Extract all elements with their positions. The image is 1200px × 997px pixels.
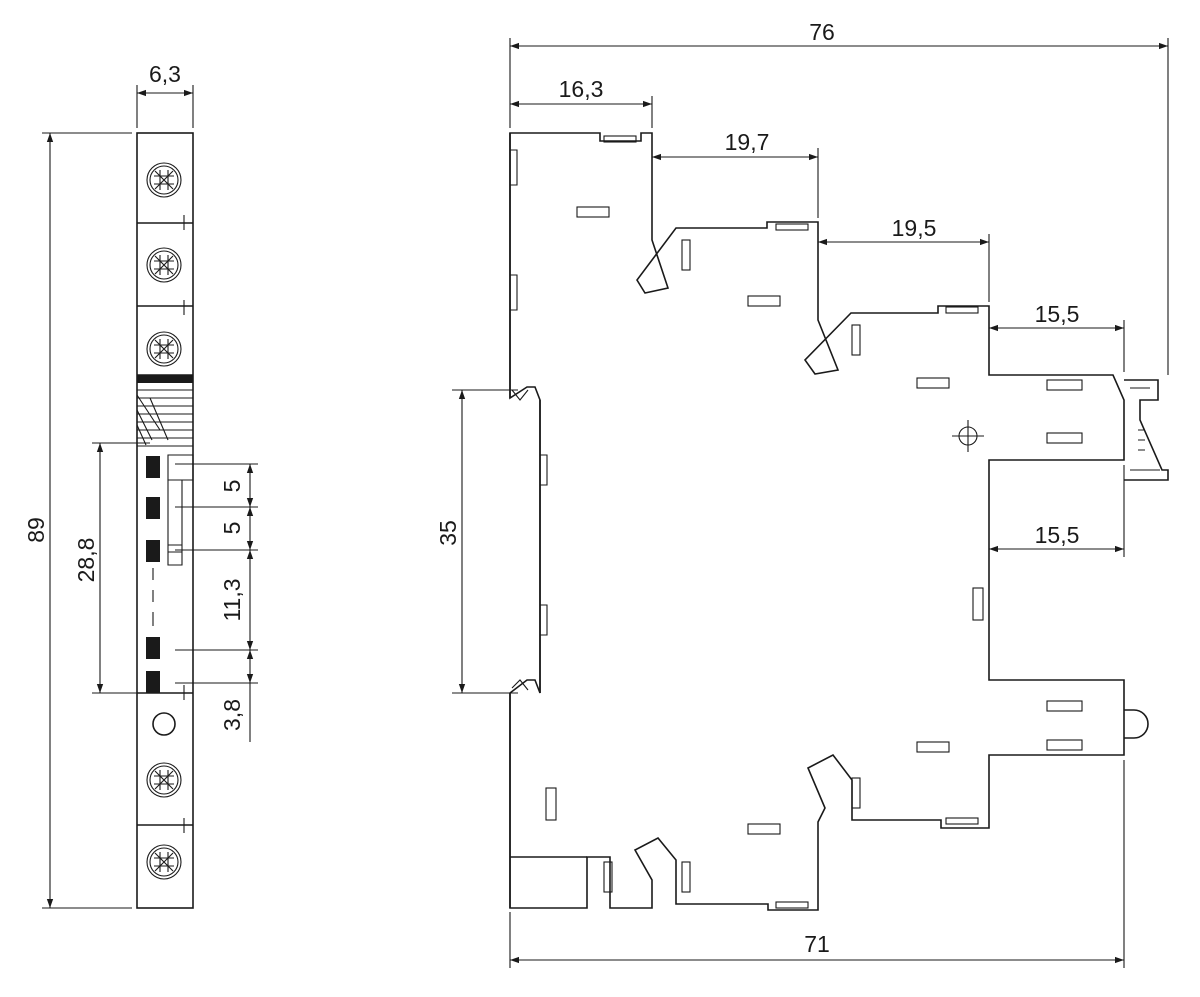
dim-label-pitch-1: 5: [219, 480, 245, 493]
ribbed-section: [136, 375, 194, 566]
dim-label-step-4-bottom: 15,5: [1035, 522, 1080, 548]
dim-height-total: 89: [23, 132, 132, 909]
screw-terminal-icon: [146, 162, 182, 198]
dim-rail-height: 35: [435, 389, 518, 694]
dim-step-3: 19,5: [818, 215, 990, 302]
dim-label-height-pins: 28,8: [73, 538, 99, 583]
dim-label-bottom-offset: 3,8: [219, 699, 245, 731]
slot-openings: [545, 135, 1083, 909]
dim-step-2: 19,7: [652, 129, 819, 218]
dim-step-4-top: 15,5: [989, 301, 1125, 372]
screw-terminal-icon: [146, 762, 182, 798]
dim-label-step-2: 19,7: [725, 129, 770, 155]
screw-terminal-icon: [146, 331, 182, 367]
hole-icon: [152, 712, 176, 736]
pin-markers: [146, 456, 160, 693]
dim-label-step-3: 19,5: [892, 215, 937, 241]
dim-label-depth-total: 76: [809, 19, 835, 45]
dim-label-step-4-top: 15,5: [1035, 301, 1080, 327]
crosshair-icon: [952, 420, 984, 452]
dim-label-height-total: 89: [23, 517, 49, 543]
dim-label-depth-base: 71: [804, 931, 830, 957]
dim-label-width-side: 6,3: [149, 61, 181, 87]
dim-label-gap: 11,3: [219, 578, 245, 621]
dim-depth-base: 71: [509, 760, 1125, 968]
dim-label-pitch-2: 5: [219, 522, 245, 535]
dim-height-pins: 28,8: [73, 442, 150, 694]
dim-pitch-chain: 5 5 11,3 3,8: [175, 463, 258, 742]
dim-step-1: 16,3: [510, 76, 653, 128]
side-view: 6,3 89 28,8 5 5 11,3 3,8: [23, 61, 258, 909]
front-view: 35 76 16,3 19,7 19,5: [435, 19, 1169, 968]
front-view-outline: [509, 132, 1125, 911]
dim-label-step-1: 16,3: [559, 76, 604, 102]
retaining-clip: [1124, 379, 1169, 481]
screw-terminal-icon: [146, 247, 182, 283]
screw-terminal-icon: [146, 844, 182, 880]
dim-label-rail-height: 35: [435, 520, 461, 546]
dim-step-4-bottom: 15,5: [989, 465, 1125, 557]
dim-width-side: 6,3: [136, 61, 194, 128]
led-indicator-icon: [1124, 709, 1149, 739]
side-view-body: [136, 132, 194, 909]
dim-depth-total: 76: [509, 19, 1169, 375]
